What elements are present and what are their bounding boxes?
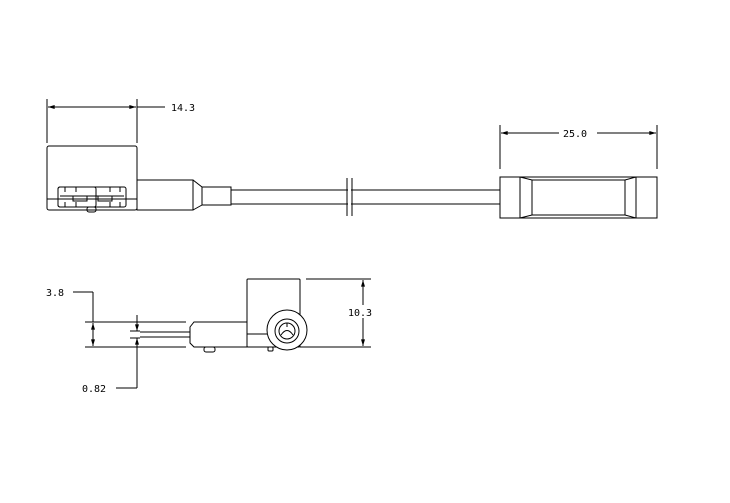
wire bbox=[231, 178, 500, 216]
cable-end-circle bbox=[266, 309, 308, 352]
dimension-label: 14.3 bbox=[171, 103, 195, 114]
dimension-label: 0.82 bbox=[82, 384, 106, 395]
top-view: 14.3 bbox=[46, 99, 658, 219]
dimension-label: 25.0 bbox=[563, 129, 587, 140]
dimension-blade-thickness: 0.82 bbox=[82, 315, 140, 395]
dimension-width: 14.3 bbox=[46, 99, 195, 143]
dimension-splice-length: 25.0 bbox=[499, 125, 658, 169]
dimension-label: 3.8 bbox=[46, 288, 64, 299]
ferrule bbox=[136, 179, 232, 211]
dimension-height: 10.3 bbox=[300, 278, 380, 348]
dimension-arm-thickness: 3.8 bbox=[46, 288, 186, 348]
side-view: 10.3 3.8 0.82 bbox=[46, 278, 380, 395]
connector-body bbox=[46, 145, 138, 213]
dimension-label: 10.3 bbox=[348, 308, 372, 319]
splice bbox=[499, 176, 658, 219]
